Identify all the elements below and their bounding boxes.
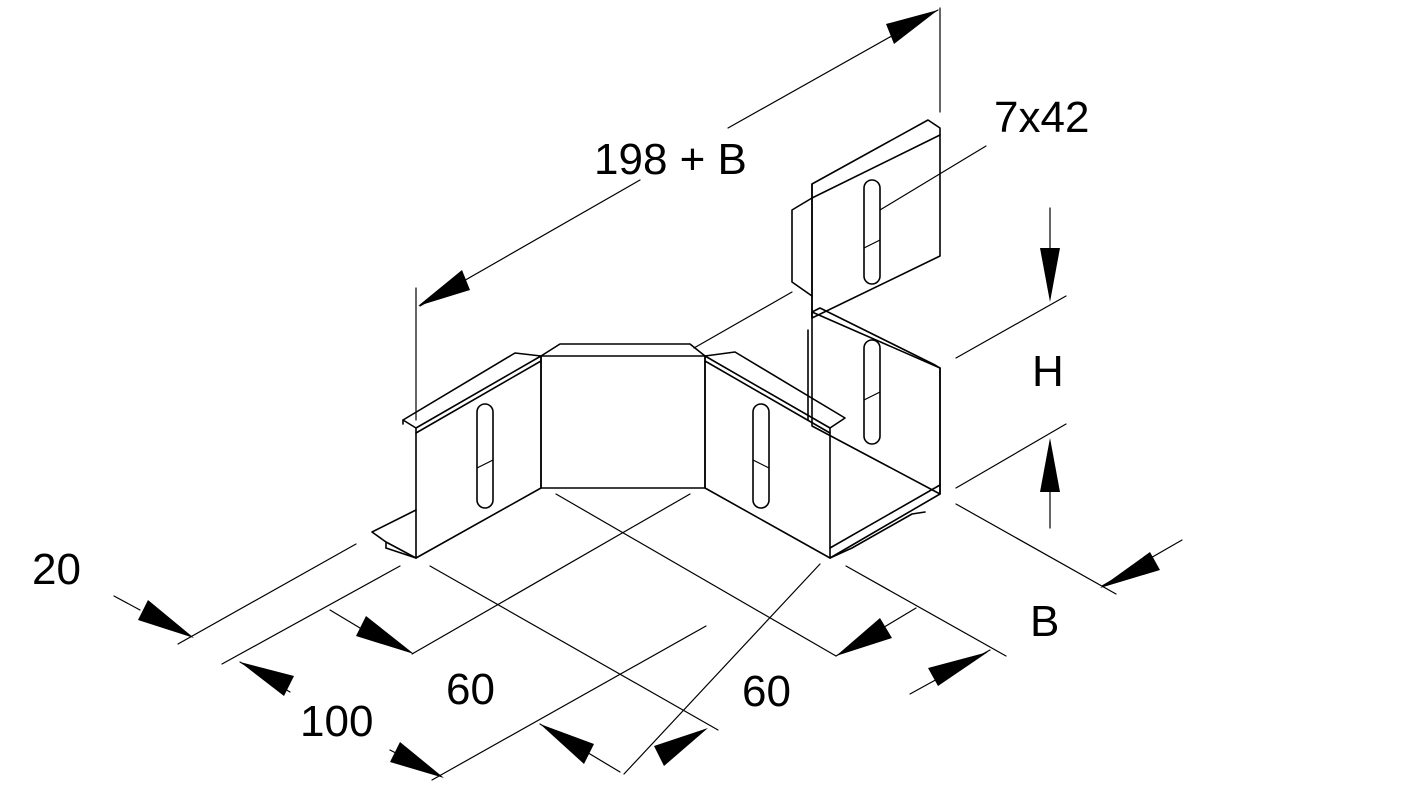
arrow-h-top <box>1040 248 1060 302</box>
upper-plate <box>811 119 941 319</box>
arrow-60-left <box>356 616 414 654</box>
arrow-100-bottom <box>390 742 444 778</box>
label-20: 20 <box>32 545 81 594</box>
leader-7x42: 7x42 <box>879 93 1089 211</box>
arrow-b-upper <box>1100 552 1160 588</box>
part-outline <box>371 119 941 559</box>
arrow-60-right <box>836 618 892 656</box>
arrow-198-left <box>418 270 470 306</box>
rear-wall <box>811 311 941 495</box>
middle-wall-flange <box>540 343 706 357</box>
arrow-20 <box>138 600 194 638</box>
dim-20: 20 <box>32 543 357 645</box>
rear-wall-flange <box>811 307 941 369</box>
dim-60-left: 60 <box>329 493 719 731</box>
left-slot <box>476 403 494 509</box>
arrow-b-lower <box>928 652 988 686</box>
arrow-h-bottom <box>1040 438 1060 492</box>
right-front-flange <box>704 351 846 429</box>
dim-100: 100 <box>221 565 707 781</box>
label-7x42: 7x42 <box>994 93 1089 142</box>
dim-60-right: 60 <box>539 493 917 775</box>
label-60-left: 60 <box>446 665 495 714</box>
arrow-60-bottom-left <box>540 724 594 764</box>
label-198-plus-b: 198 + B <box>594 135 747 184</box>
arrow-198-right <box>886 10 938 44</box>
dim-198-plus-b: 198 + B <box>415 7 941 421</box>
label-b: B <box>1030 597 1059 646</box>
left-bottom-tab <box>371 509 417 559</box>
dim-h: H <box>955 207 1067 529</box>
label-100: 100 <box>300 697 373 746</box>
arrow-100-top <box>240 662 294 696</box>
label-h: H <box>1032 347 1064 396</box>
left-wall-flange <box>402 352 542 429</box>
label-60-right: 60 <box>742 667 791 716</box>
upper-slot <box>863 179 881 285</box>
middle-wall <box>540 355 706 489</box>
upper-plate-side <box>791 197 813 297</box>
right-front-slot <box>752 403 770 509</box>
rear-slot <box>863 339 881 445</box>
dim-b: B <box>845 503 1183 695</box>
left-wall <box>415 355 542 559</box>
arrow-60-bottom-right <box>654 728 708 766</box>
